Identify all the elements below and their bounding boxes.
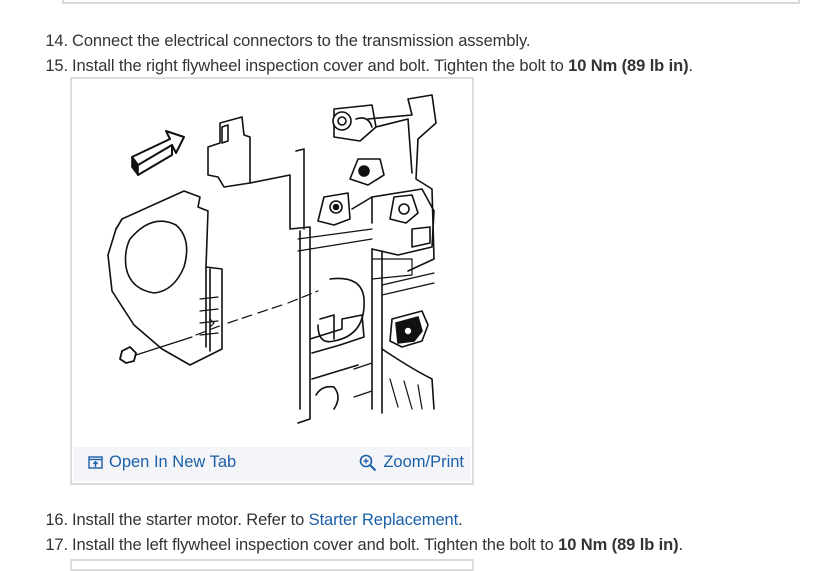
step-number: 15. [45, 57, 68, 75]
flywheel-cover-illustration [107, 94, 437, 424]
step-text-wrap: Install the right flywheel inspection co… [72, 55, 693, 77]
next-figure-frame [70, 559, 474, 571]
step-number: 17. [45, 536, 68, 554]
step-punct: . [688, 57, 694, 75]
inspection-cover-part [107, 190, 223, 366]
figure-flywheel-inspection-cover: Open In New Tab Zoom/Print [70, 77, 474, 485]
step-text: Install the left flywheel inspection cov… [72, 536, 559, 554]
step-text: Install the right flywheel inspection co… [72, 57, 569, 75]
starter-replacement-link[interactable]: Starter Replacement [308, 511, 459, 529]
bolt-part [119, 290, 319, 364]
open-in-new-tab-label: Open In New Tab [109, 453, 237, 471]
step-text: Install the starter motor. Refer to [72, 511, 309, 529]
previous-figure-frame [62, 0, 800, 4]
open-in-new-tab-icon [88, 456, 103, 469]
step-text-wrap: Install the starter motor. Refer to Star… [72, 509, 463, 531]
transmission-housing-part [207, 94, 437, 424]
torque-spec: 10 Nm (89 lb in) [568, 57, 689, 75]
step-punct: . [458, 511, 463, 529]
direction-arrow-icon [131, 130, 185, 176]
step-punct: . [678, 536, 684, 554]
zoom-print-label: Zoom/Print [383, 453, 464, 471]
figure-toolbar: Open In New Tab Zoom/Print [74, 447, 470, 481]
step-number: 16. [45, 511, 68, 529]
open-in-new-tab-button[interactable]: Open In New Tab [88, 453, 236, 472]
zoom-print-button[interactable]: Zoom/Print [359, 453, 464, 472]
magnifier-zoom-icon [360, 454, 377, 471]
torque-spec: 10 Nm (89 lb in) [558, 536, 679, 554]
step-text: Connect the electrical connectors to the… [72, 32, 531, 50]
step-number: 14. [45, 32, 68, 50]
step-text-wrap: Install the left flywheel inspection cov… [72, 534, 683, 556]
